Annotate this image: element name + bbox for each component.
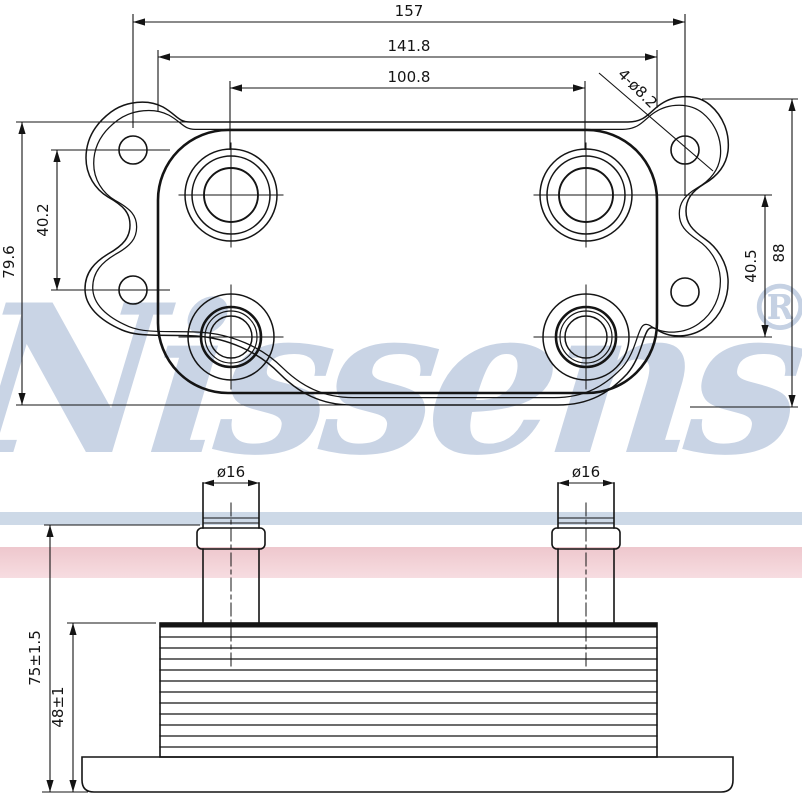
watermark-pink-band <box>0 547 802 578</box>
base-plate <box>81 756 734 793</box>
dim-label-total-height: 75±1.5 <box>26 630 44 686</box>
side-view-dimensions: ø16 ø16 75±1.5 48±1 <box>26 463 614 793</box>
bolt-hole-bottom-right <box>670 277 700 307</box>
side-view <box>81 482 734 793</box>
pipe-stub-right <box>551 482 621 669</box>
dim-label-bolt-holes: 4-ø8.2 <box>614 65 661 112</box>
dimension-arrowheads <box>18 18 796 407</box>
dim-label-core-height: 48±1 <box>49 686 67 727</box>
flange-inner-contour <box>92 104 722 399</box>
plate-stack-core <box>159 622 658 758</box>
top-view-dimensions: 157 141.8 100.8 79.6 40.2 40.5 88 4-ø8.2 <box>0 2 798 408</box>
pipe-stub-left <box>196 482 266 669</box>
dim-label-overall-height-left: 79.6 <box>0 245 18 278</box>
port-centerlines <box>178 142 639 390</box>
dim-label-port-spacing-right: 40.5 <box>742 249 760 282</box>
dim-label-port-spacing-horizontal: 100.8 <box>388 68 431 86</box>
dim-label-pipe-right-diameter: ø16 <box>572 463 600 481</box>
registered-trademark-icon: ® <box>748 271 802 346</box>
nissens-watermark: Nissens ® <box>0 261 802 578</box>
dim-label-body-width: 141.8 <box>388 37 431 55</box>
watermark-blue-band <box>0 512 802 525</box>
dim-label-overall-height-right: 88 <box>770 243 788 262</box>
cooler-body-outline <box>156 128 659 395</box>
dim-label-bolt-spacing-left: 40.2 <box>34 203 52 236</box>
dim-label-pipe-left-diameter: ø16 <box>217 463 245 481</box>
side-dimension-arrowheads <box>46 479 614 792</box>
watermark-brand-text: Nissens <box>0 261 802 501</box>
dim-label-overall-width: 157 <box>395 2 424 20</box>
